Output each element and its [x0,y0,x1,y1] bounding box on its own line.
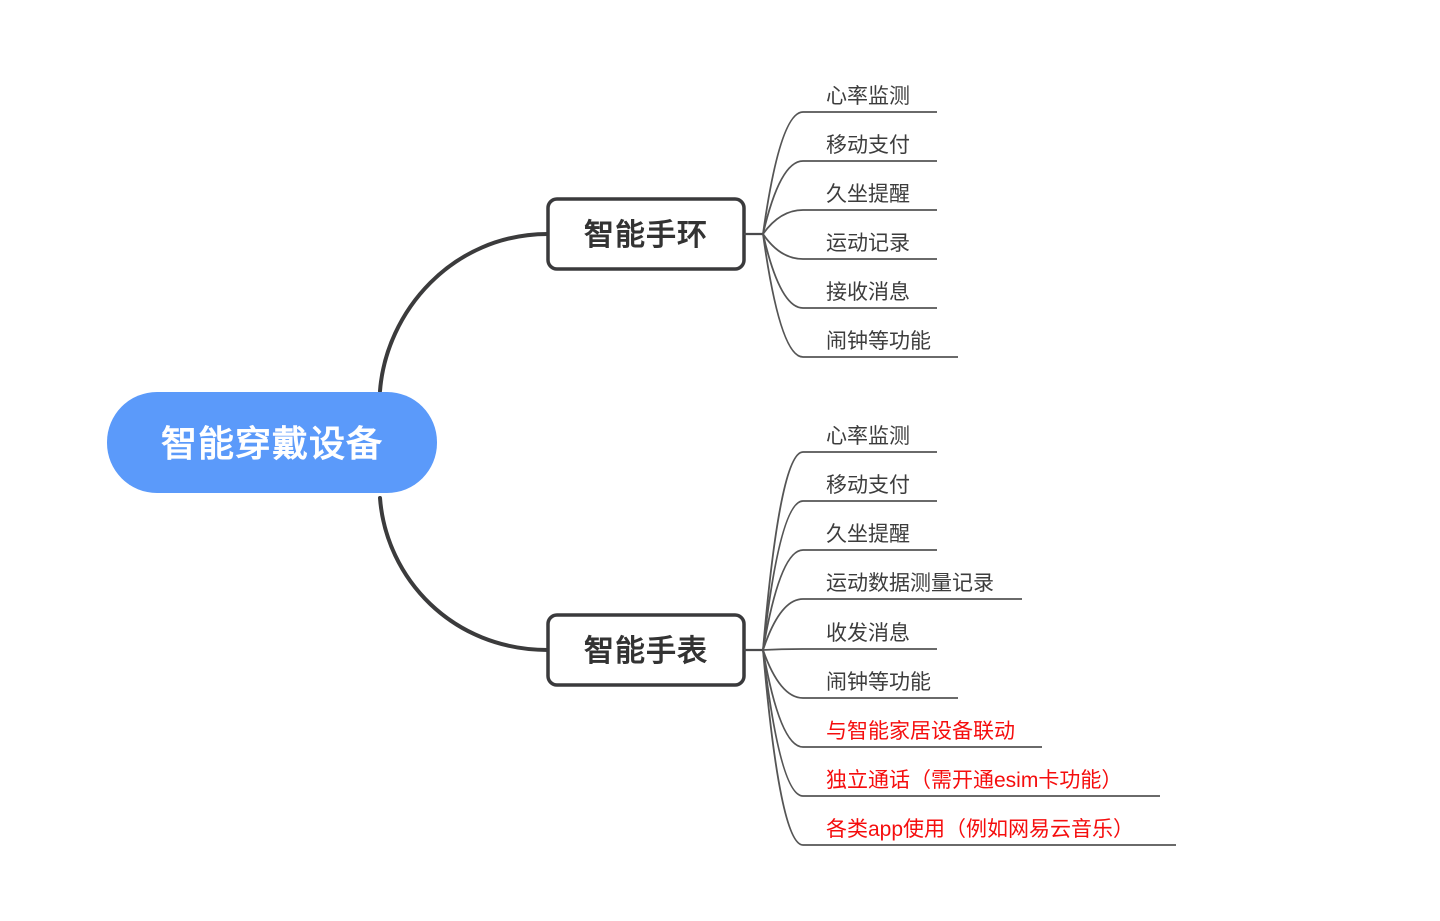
leaf-watch-1[interactable]: 心率监测 [762,425,937,651]
leaf-connector-line [762,648,937,651]
leaf-connector-line [762,649,1176,846]
leaf-connector-line [762,233,937,309]
leaf-connector-line [762,649,1160,797]
leaf-band-4[interactable]: 运动记录 [762,232,937,260]
leaf-connector-line [762,233,937,260]
connector-root-to-watch [378,496,550,652]
leaf-label: 闹钟等功能 [826,671,931,694]
leaf-label: 各类app使用（例如网易云音乐） [826,818,1134,841]
branch-node-watch-label: 智能手表 [584,635,708,668]
leaf-connector-line [762,500,937,651]
leaf-watch-6[interactable]: 闹钟等功能 [762,649,958,699]
connector-root-to-band [378,232,550,393]
leaf-watch-4[interactable]: 运动数据测量记录 [762,572,1022,651]
leaf-watch-9[interactable]: 各类app使用（例如网易云音乐） [762,649,1176,846]
leaf-connector-line [762,549,937,651]
leaf-label: 久坐提醒 [826,183,910,206]
leaf-band-2[interactable]: 移动支付 [762,134,937,235]
leaf-connector-line [762,649,958,699]
leaf-band-1[interactable]: 心率监测 [762,85,937,235]
branch-node-watch[interactable]: 智能手表 [546,613,746,687]
branch-node-band[interactable]: 智能手环 [546,197,746,271]
leaf-label: 闹钟等功能 [826,330,931,353]
leaf-label: 心率监测 [826,85,910,108]
leaf-label: 独立通话（需开通esim卡功能） [826,769,1122,792]
branch-node-band-label: 智能手环 [584,219,708,252]
leaf-label: 运动记录 [826,232,910,255]
leaf-watch-7[interactable]: 与智能家居设备联动 [762,649,1042,748]
leaf-connector-line [762,111,937,235]
root-node-label: 智能穿戴设备 [161,423,383,464]
root-node-shape [107,392,437,493]
leaf-connector-line [762,451,937,651]
leaf-band-6[interactable]: 闹钟等功能 [762,233,958,358]
leaf-band-5[interactable]: 接收消息 [762,233,937,309]
leaf-label: 移动支付 [826,474,910,497]
leaf-label: 移动支付 [826,134,910,157]
leaf-watch-8[interactable]: 独立通话（需开通esim卡功能） [762,649,1160,797]
leaf-band-3[interactable]: 久坐提醒 [762,183,937,235]
leaf-connector-line [762,209,937,235]
leaf-label: 与智能家居设备联动 [826,720,1015,743]
leaf-label: 接收消息 [826,281,910,304]
leaf-connector-line [762,649,1042,748]
leaf-label: 运动数据测量记录 [826,572,994,595]
leaf-watch-2[interactable]: 移动支付 [762,474,937,651]
leaf-connector-line [762,160,937,235]
leaf-connector-line [762,598,1022,651]
leaf-watch-3[interactable]: 久坐提醒 [762,523,937,651]
leaf-label: 收发消息 [826,622,910,645]
leaf-label: 久坐提醒 [826,523,910,546]
leaf-label: 心率监测 [826,425,910,448]
root-node[interactable]: 智能穿戴设备 [107,392,437,493]
leaf-watch-5[interactable]: 收发消息 [762,622,937,651]
leaf-connector-line [762,233,958,358]
